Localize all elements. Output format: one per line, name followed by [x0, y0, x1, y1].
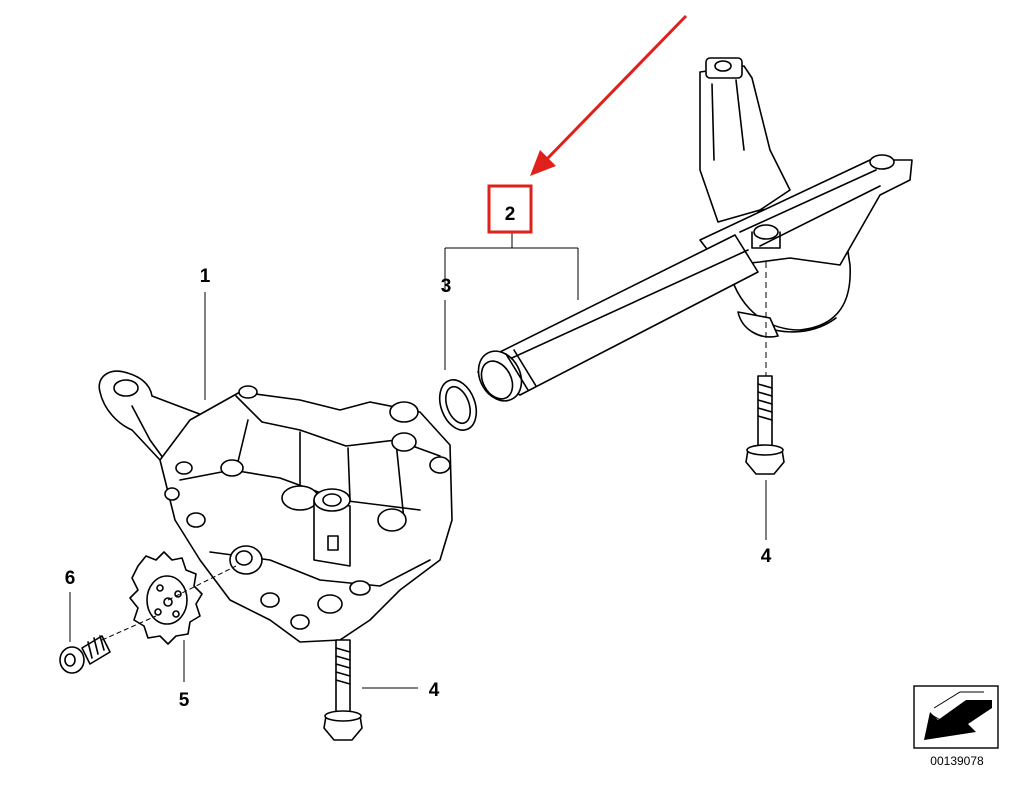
axis-line	[167, 565, 237, 601]
callout-5: 5	[179, 690, 190, 711]
group-bracket	[444, 232, 579, 370]
callout-4-lower: 4	[429, 680, 440, 701]
callout-6: 6	[65, 568, 76, 589]
bolt-lower	[323, 639, 363, 741]
oil-pump	[98, 370, 453, 643]
pickup-tube-assembly	[477, 57, 913, 402]
callout-2-highlight-box	[487, 184, 533, 234]
direction-arrow-icon	[924, 700, 992, 740]
sprocket	[129, 551, 203, 645]
sprocket-screw	[59, 635, 111, 674]
bolt-upper	[745, 375, 785, 475]
axis-line-screw	[101, 615, 157, 641]
red-arrow	[530, 14, 688, 176]
callout-4-upper: 4	[761, 546, 772, 567]
diagram-number: 00139078	[930, 754, 984, 768]
diagram-id-box	[913, 685, 999, 749]
callout-1: 1	[200, 266, 211, 287]
o-ring	[438, 379, 478, 431]
callout-3: 3	[441, 276, 452, 297]
callout-2: 2	[505, 204, 516, 225]
